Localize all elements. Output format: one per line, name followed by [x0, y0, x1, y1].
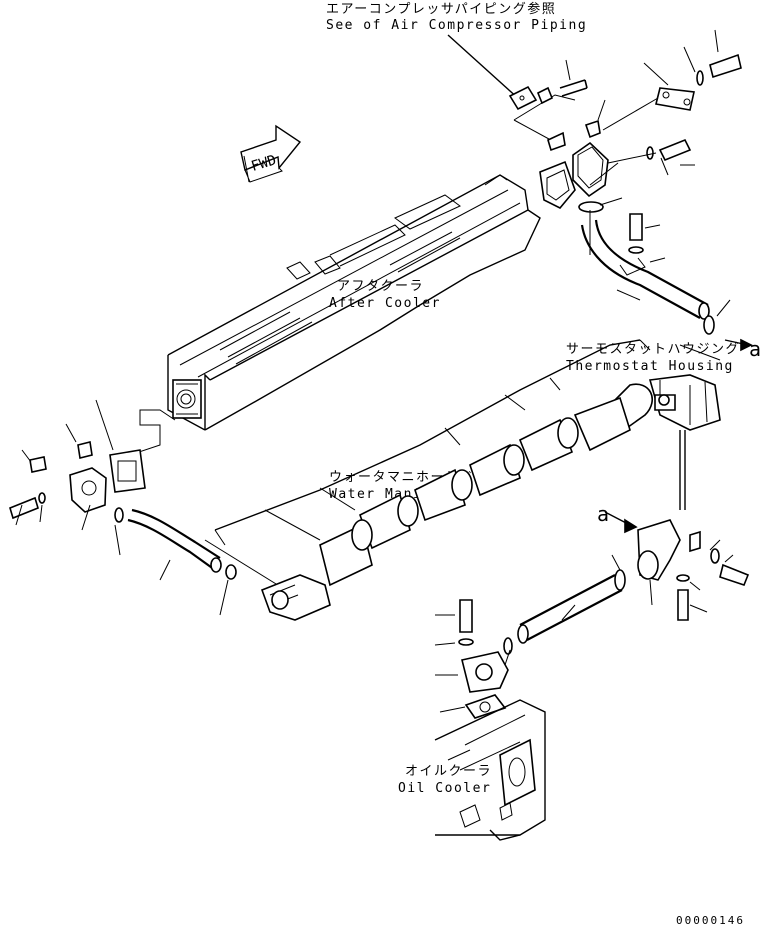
oil-cooler-label-jp: オイルクーラ [405, 764, 492, 779]
left-oring-1 [114, 507, 124, 523]
thermostat-label-en: Thermostat Housing [566, 359, 734, 374]
left-plug-top [77, 441, 93, 459]
lower-oring [503, 637, 513, 655]
arrow-head-a-upper [740, 338, 753, 352]
lower-bolt [677, 589, 689, 621]
bolt-top-1 [559, 79, 588, 97]
left-washer [38, 492, 46, 504]
drawing-number: 00000146 [676, 914, 745, 927]
oil-cooler-elbow-hole [475, 663, 493, 681]
after-cooler-body [167, 174, 541, 431]
air-compressor-connection [447, 29, 753, 352]
compressor-gasket [539, 160, 576, 209]
pipe-end-top [698, 302, 710, 320]
manifold-joint-4 [397, 495, 419, 527]
bolt-top-right [709, 53, 742, 79]
manifold-joint-5 [351, 519, 373, 551]
elbow-bracket [689, 530, 701, 553]
elbow-outlet [637, 550, 659, 580]
manifold-joint-3 [451, 469, 473, 501]
thermostat-label-jp: サーモスタットハウジング [566, 342, 740, 357]
elbow-bolt [719, 563, 750, 586]
manifold-joint-1 [557, 417, 579, 449]
lower-right-assembly [434, 511, 750, 719]
water-manifold [204, 339, 654, 621]
reference-a-lower: a [597, 502, 609, 526]
hose-end [210, 557, 222, 573]
oil-cooler-gasket [464, 694, 507, 719]
lower-washer [676, 574, 690, 582]
left-fittings [9, 399, 237, 616]
after-cooler-label-en: After Cooler [329, 296, 441, 311]
air-compressor-label-jp: エアーコンプレッサパイピング参照 [326, 1, 556, 17]
oring-top [578, 201, 604, 213]
thermostat-bolt [658, 394, 670, 406]
washer-small-1 [536, 86, 554, 105]
oil-cooler-label-en: Oil Cooler [398, 781, 491, 796]
small-bracket [508, 85, 538, 111]
washer-top-right [696, 70, 704, 86]
left-oring-2 [225, 564, 237, 580]
bolt-vertical-top [629, 213, 643, 241]
left-plug-side [29, 456, 47, 473]
oring-right [703, 315, 715, 335]
plug-side [547, 131, 566, 152]
reference-a-upper: a [749, 337, 761, 361]
bracket-bolt [459, 599, 473, 633]
arrow-head-a-lower [624, 518, 638, 534]
fwd-text: FWD [249, 152, 278, 175]
forward-direction-arrow-icon: FWD [240, 124, 302, 183]
bolt-mid-right [658, 138, 692, 162]
manifold-segment-2 [573, 396, 631, 452]
after-cooler-label-jp: アフタクーラ [337, 279, 424, 294]
washer-mid-right [646, 146, 654, 160]
plug-top [584, 119, 601, 139]
washer-vertical-top [628, 246, 644, 254]
bracket-washer [458, 638, 474, 646]
left-flange [69, 467, 107, 513]
air-compressor-label-en: See of Air Compressor Piping [326, 18, 587, 33]
left-gasket [109, 449, 146, 493]
thermostat-housing [639, 339, 721, 510]
oil-cooler-body [434, 699, 546, 841]
left-bolt [9, 496, 39, 520]
straight-pipe-end [517, 624, 529, 644]
elbow-washer [710, 548, 720, 564]
after-cooler-flange [172, 379, 202, 419]
straight-pipe-oring [614, 569, 626, 591]
manifold-joint-2 [503, 444, 525, 476]
oil-cooler-flange [499, 738, 536, 807]
manifold-elbow-inlet [271, 590, 289, 610]
